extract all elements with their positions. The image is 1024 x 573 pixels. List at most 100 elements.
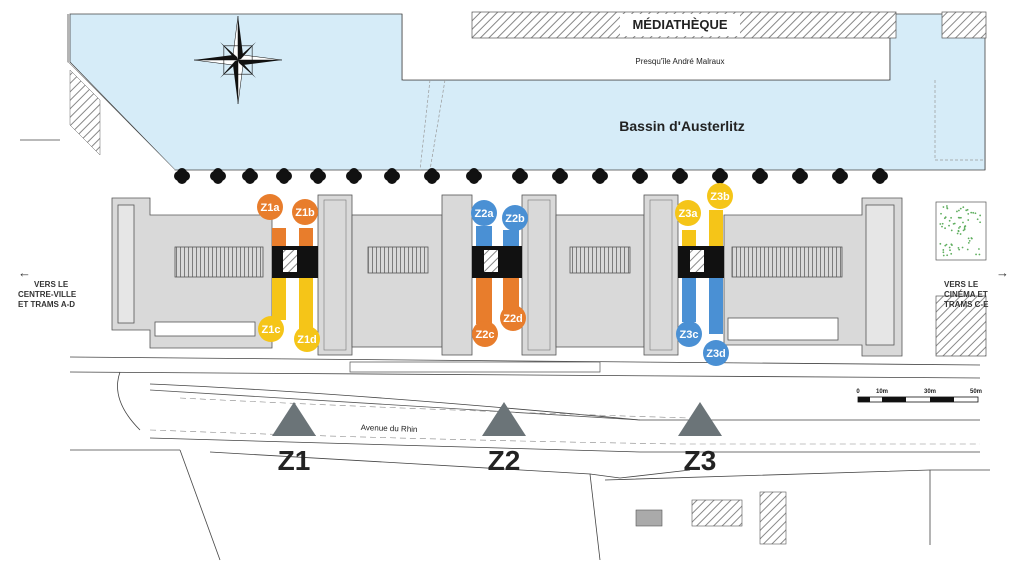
zone-badge-z3d[interactable]: Z3d bbox=[703, 340, 729, 366]
zone-z1b-stripe bbox=[299, 228, 313, 246]
zone-stripes bbox=[272, 210, 723, 334]
compass-rose-icon bbox=[193, 15, 283, 105]
tree-icon bbox=[210, 168, 226, 184]
nav-right-line2: CINÉMA ET bbox=[944, 290, 988, 299]
zone-z1c-stripe bbox=[272, 278, 286, 320]
zone-badge-label: Z2d bbox=[503, 313, 523, 325]
zone-badge-label: Z1c bbox=[262, 324, 281, 336]
zone-badge-z3a[interactable]: Z3a bbox=[675, 200, 701, 226]
nav-right-label: → VERS LE CINÉMA ET TRAMS C-E bbox=[944, 266, 1009, 310]
arrow-left-icon: ← bbox=[18, 265, 31, 280]
basin-label: Bassin d'Austerlitz bbox=[619, 118, 744, 134]
nav-left-label: ← VERS LE CENTRE-VILLE ET TRAMS A-D bbox=[18, 266, 77, 310]
green-area bbox=[935, 201, 987, 261]
walkways bbox=[272, 246, 724, 278]
zone-badge-label: Z3a bbox=[679, 208, 699, 220]
road bbox=[149, 361, 980, 545]
zone-badge-z1c[interactable]: Z1c bbox=[258, 316, 284, 342]
zone-badge-circle bbox=[257, 194, 283, 220]
tree-icon bbox=[242, 168, 258, 184]
zone-badge-circle bbox=[258, 316, 284, 342]
building-block-3 bbox=[555, 214, 645, 348]
zone-badge-z1b[interactable]: Z1b bbox=[292, 199, 318, 225]
zone-marker-z1: Z1 bbox=[272, 402, 316, 476]
tree-icon bbox=[832, 168, 848, 184]
zone-z3d-stripe bbox=[709, 278, 723, 334]
zone-badge-label: Z2b bbox=[505, 213, 525, 225]
zone-badge-label: Z3d bbox=[706, 348, 726, 360]
building-complex bbox=[111, 194, 903, 357]
zone-marker-z1-label: Z1 bbox=[278, 445, 311, 476]
basin-water bbox=[69, 13, 986, 171]
zone-marker-z2-label: Z2 bbox=[488, 445, 521, 476]
tree-icon bbox=[512, 168, 528, 184]
nav-left-line3: ET TRAMS A-D bbox=[18, 300, 76, 309]
stair-tower-4 bbox=[643, 194, 679, 356]
tree-icon bbox=[712, 168, 728, 184]
zone-badge-z2b[interactable]: Z2b bbox=[502, 205, 528, 231]
green-area-dots bbox=[939, 205, 982, 257]
zone-marker-z3-label: Z3 bbox=[684, 445, 717, 476]
nav-right-line1: VERS LE bbox=[944, 280, 979, 289]
scale-label-50m: 50m bbox=[970, 389, 982, 395]
zone-badge-z2c[interactable]: Z2c bbox=[472, 321, 498, 347]
zone-z1d-stripe bbox=[299, 278, 313, 330]
tree-icon bbox=[384, 168, 400, 184]
building-block-2 bbox=[351, 214, 443, 348]
nav-left-line1: VERS LE bbox=[34, 280, 69, 289]
stair-tower-2 bbox=[441, 194, 473, 356]
scale-bar: 0 10m 30m 50m bbox=[856, 389, 982, 403]
tree-icon bbox=[792, 168, 808, 184]
arrow-right-icon: → bbox=[996, 265, 1009, 280]
zone-badge-label: Z1a bbox=[261, 202, 281, 214]
zone-z2d-stripe bbox=[503, 278, 519, 312]
tree-icon bbox=[466, 168, 482, 184]
tree-icon bbox=[552, 168, 568, 184]
zone-badge-label: Z2a bbox=[475, 208, 495, 220]
scale-label-30m: 30m bbox=[924, 389, 936, 395]
scale-label-10m: 10m bbox=[876, 389, 888, 395]
stair-tower-3 bbox=[521, 194, 557, 356]
tree-icon bbox=[276, 168, 292, 184]
zone-badge-z1a[interactable]: Z1a bbox=[257, 194, 283, 220]
tree-icon bbox=[872, 168, 888, 184]
tree-icon bbox=[310, 168, 326, 184]
marker-triangle bbox=[482, 402, 526, 436]
nav-left-line2: CENTRE-VILLE bbox=[18, 290, 77, 299]
zone-badge-z3b[interactable]: Z3b bbox=[707, 183, 733, 209]
zone-z3c-stripe bbox=[682, 278, 696, 322]
marker-triangle bbox=[678, 402, 722, 436]
library-label: MÉDIATHÈQUE bbox=[632, 17, 727, 32]
zone-badge-circle bbox=[675, 200, 701, 226]
marker-triangle bbox=[272, 402, 316, 436]
zone-badge-circle bbox=[707, 183, 733, 209]
zone-badge-label: Z1b bbox=[295, 207, 315, 219]
stair-tower-1 bbox=[317, 194, 353, 356]
zone-badge-z3c[interactable]: Z3c bbox=[676, 321, 702, 347]
zone-badge-circle bbox=[294, 326, 320, 352]
nav-right-line3: TRAMS C-E bbox=[944, 300, 989, 309]
zone-badge-z2d[interactable]: Z2d bbox=[500, 305, 526, 331]
scale-label-0: 0 bbox=[856, 389, 860, 395]
zone-badge-circle bbox=[471, 200, 497, 226]
tree-icon bbox=[346, 168, 362, 184]
zone-badge-circle bbox=[472, 321, 498, 347]
zone-badge-label: Z2c bbox=[476, 329, 495, 341]
tree-icon bbox=[424, 168, 440, 184]
zone-badge-z2a[interactable]: Z2a bbox=[471, 200, 497, 226]
cinema-hatch-bottom bbox=[935, 295, 987, 357]
zone-badge-label: Z3b bbox=[710, 191, 730, 203]
peninsula-label: Presqu'île André Malraux bbox=[635, 57, 724, 66]
zone-badge-circle bbox=[500, 305, 526, 331]
zone-badge-circle bbox=[292, 199, 318, 225]
zone-badge-z1d[interactable]: Z1d bbox=[294, 326, 320, 352]
zone-badge-circle bbox=[676, 321, 702, 347]
tree-icon bbox=[632, 168, 648, 184]
zone-badge-circle bbox=[703, 340, 729, 366]
zone-z2b-stripe bbox=[503, 230, 519, 246]
zone-z2a-stripe bbox=[476, 226, 492, 246]
zone-marker-z2: Z2 bbox=[482, 402, 526, 476]
zone-z3b-stripe bbox=[709, 210, 723, 246]
